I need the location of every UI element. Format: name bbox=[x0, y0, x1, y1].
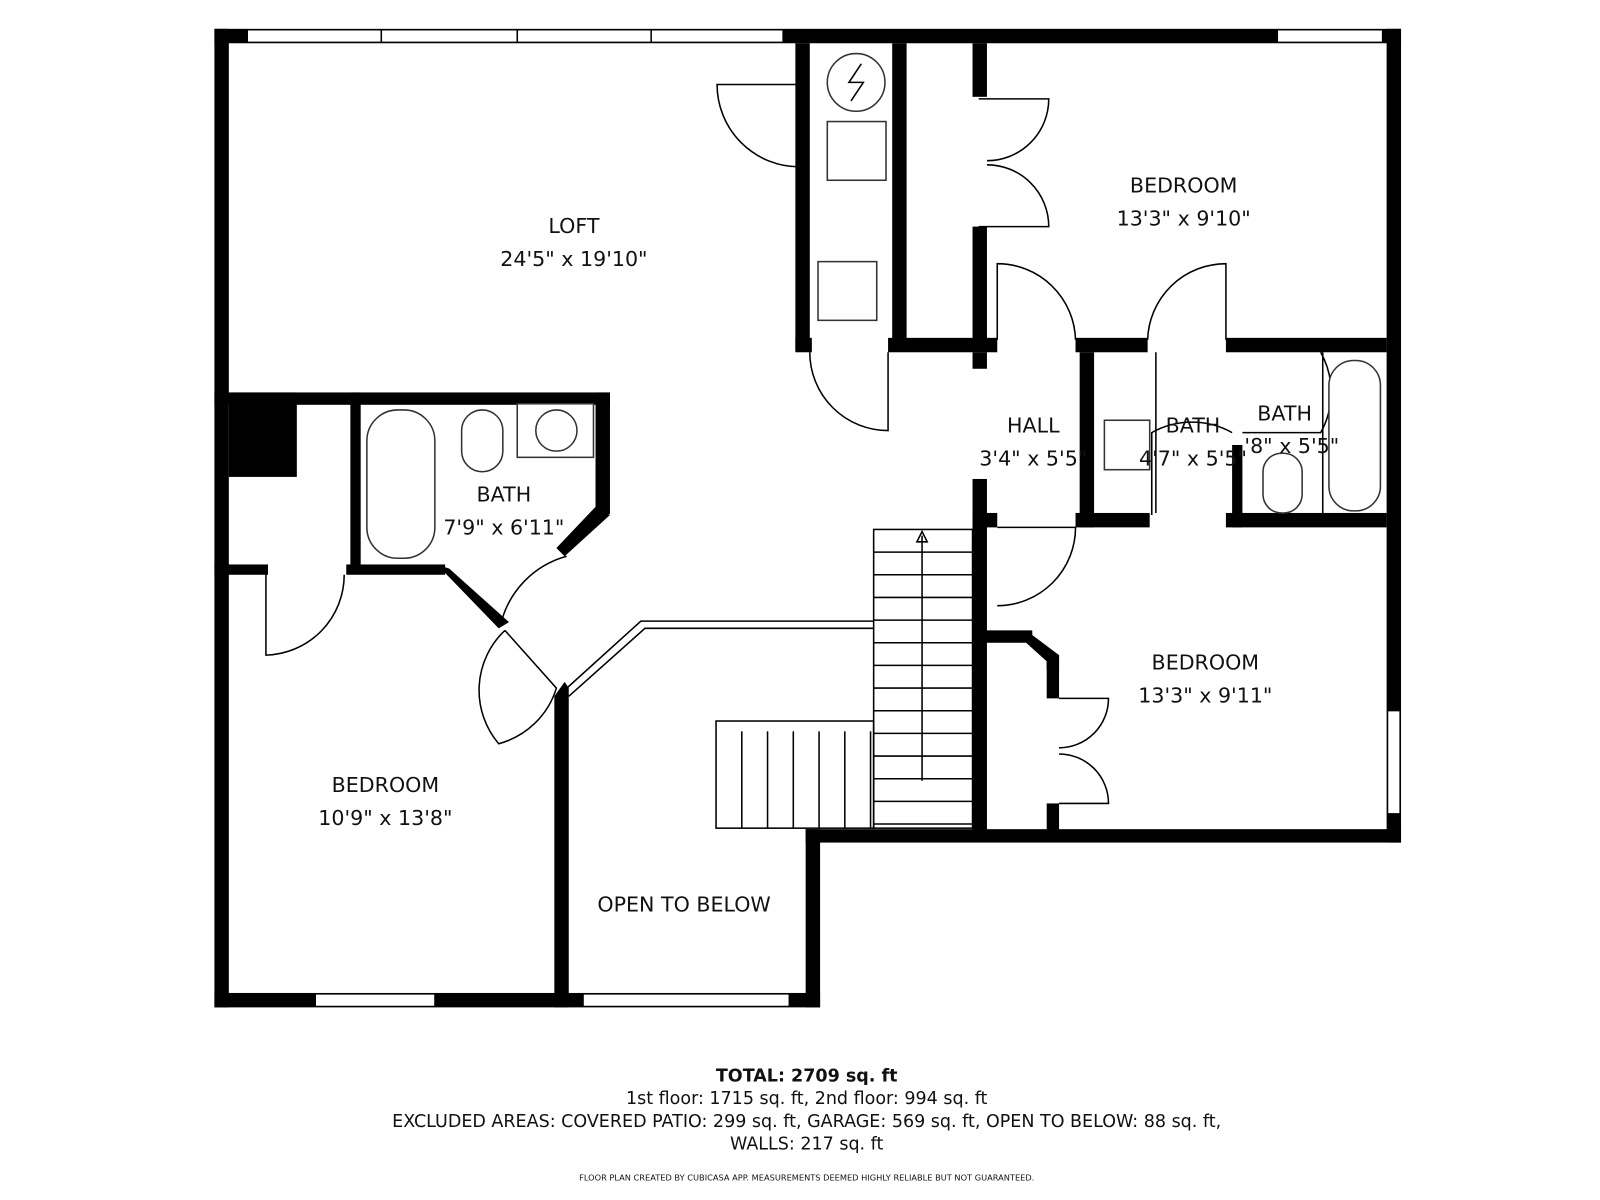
room-name-open-to-below: OPEN TO BELOW bbox=[597, 893, 770, 917]
room-name-bath-left: BATH bbox=[477, 483, 532, 507]
room-size-bedroom-sw: 10'9" x 13'8" bbox=[318, 806, 452, 830]
room-size-bath-right: '8" x 5'5" bbox=[1244, 434, 1339, 458]
room-name-bedroom-sw: BEDROOM bbox=[332, 773, 440, 797]
walls bbox=[214, 28, 1402, 1008]
area-summary: TOTAL: 2709 sq. ft 1st floor: 1715 sq. f… bbox=[392, 1067, 1221, 1183]
sink-icon-2 bbox=[1103, 419, 1151, 471]
room-name-hall: HALL bbox=[1007, 414, 1060, 438]
room-size-bedroom-ne: 13'3" x 9'10" bbox=[1117, 207, 1251, 231]
disclaimer: FLOOR PLAN CREATED BY CUBICASA APP. MEAS… bbox=[579, 1172, 1034, 1182]
room-size-bedroom-se: 13'3" x 9'11" bbox=[1138, 683, 1272, 707]
room-size-bath-mid: 4'7" x 5'5" bbox=[1139, 447, 1247, 471]
fixtures bbox=[366, 52, 1382, 560]
room-labels: LOFT 24'5" x 19'10" BEDROOM 13'3" x 9'10… bbox=[318, 174, 1339, 917]
room-size-bath-left: 7'9" x 6'11" bbox=[443, 516, 564, 540]
room-name-bath-right: BATH bbox=[1257, 401, 1312, 425]
walls-area: WALLS: 217 sq. ft bbox=[730, 1135, 884, 1155]
windows bbox=[246, 29, 1401, 1007]
floor-areas: 1st floor: 1715 sq. ft, 2nd floor: 994 s… bbox=[626, 1089, 988, 1109]
excluded-areas: EXCLUDED AREAS: COVERED PATIO: 299 sq. f… bbox=[392, 1112, 1221, 1132]
room-size-hall: 3'4" x 5'5" bbox=[979, 447, 1087, 471]
room-name-bath-mid: BATH bbox=[1166, 414, 1221, 438]
room-name-bedroom-ne: BEDROOM bbox=[1130, 174, 1238, 198]
room-name-loft: LOFT bbox=[548, 214, 599, 238]
bathtub-icon bbox=[366, 409, 436, 560]
total-area: TOTAL: 2709 sq. ft bbox=[716, 1067, 898, 1087]
doors bbox=[265, 83, 1332, 805]
toilet-icon-2 bbox=[1262, 452, 1303, 514]
toilet-icon bbox=[460, 409, 504, 473]
room-size-loft: 24'5" x 19'10" bbox=[500, 247, 647, 271]
room-name-bedroom-se: BEDROOM bbox=[1152, 651, 1260, 675]
stairs bbox=[564, 528, 974, 829]
bathtub-icon-2 bbox=[1328, 359, 1382, 512]
